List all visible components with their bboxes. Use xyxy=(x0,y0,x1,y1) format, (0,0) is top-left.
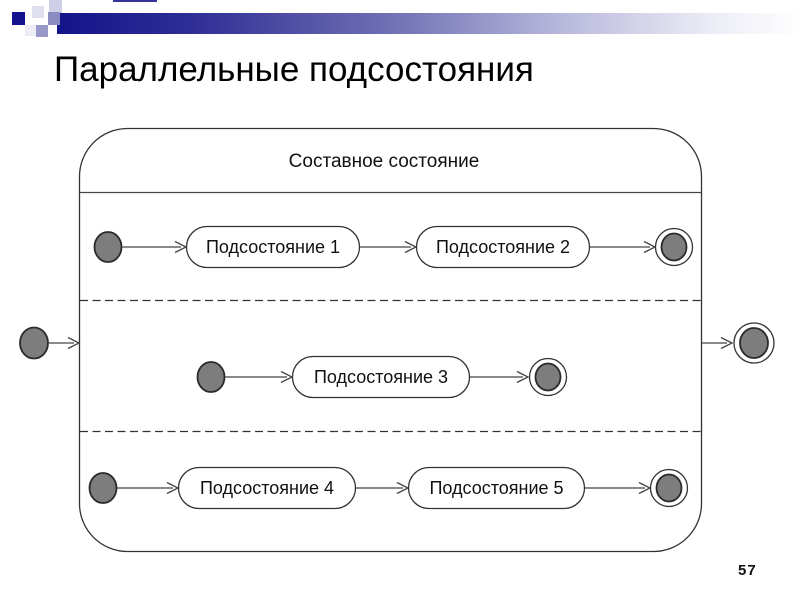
transition-arrow xyxy=(470,370,530,384)
initial-state-icon xyxy=(93,231,123,263)
final-state-icon xyxy=(649,468,689,508)
decor-square xyxy=(12,12,25,25)
substate-label: Подсостояние 3 xyxy=(314,367,448,387)
decor-line xyxy=(113,0,157,2)
decor-square xyxy=(25,25,36,36)
page-number: 57 xyxy=(738,562,757,579)
outer-final-state-icon xyxy=(733,322,775,364)
substate-label: Подсостояние 1 xyxy=(206,237,340,257)
composite-state-label: Составное состояние xyxy=(289,151,480,172)
final-state-icon xyxy=(654,227,694,267)
initial-state-icon xyxy=(196,361,226,393)
substate-pill: Подсостояние 2 xyxy=(415,225,591,269)
substate-label: Подсостояние 4 xyxy=(200,478,334,498)
outer-initial-state-icon xyxy=(19,326,49,360)
substate-pill: Подсостояние 3 xyxy=(291,355,471,399)
decor-square xyxy=(32,6,44,18)
decor-square xyxy=(48,12,60,25)
substate-pill: Подсостояние 1 xyxy=(185,225,361,269)
transition-arrow xyxy=(48,336,81,350)
region-2: Подсостояние 3 xyxy=(196,355,568,399)
substate-label: Подсостояние 2 xyxy=(436,237,570,257)
substate-pill: Подсостояние 4 xyxy=(177,466,357,510)
substate-label: Подсостояние 5 xyxy=(429,478,563,498)
transition-arrow xyxy=(702,336,734,350)
page-title: Параллельные подсостояния xyxy=(54,50,534,89)
decor-square xyxy=(49,0,62,13)
final-state-icon xyxy=(528,357,568,397)
initial-state-icon xyxy=(88,472,118,504)
region-3: Подсостояние 4 Подсостояние 5 xyxy=(88,466,689,510)
region-1: Подсостояние 1 Подсостояние 2 xyxy=(93,225,694,269)
title-gradient-bar xyxy=(57,13,800,34)
substate-pill: Подсостояние 5 xyxy=(407,466,586,510)
decor-square xyxy=(36,25,48,37)
